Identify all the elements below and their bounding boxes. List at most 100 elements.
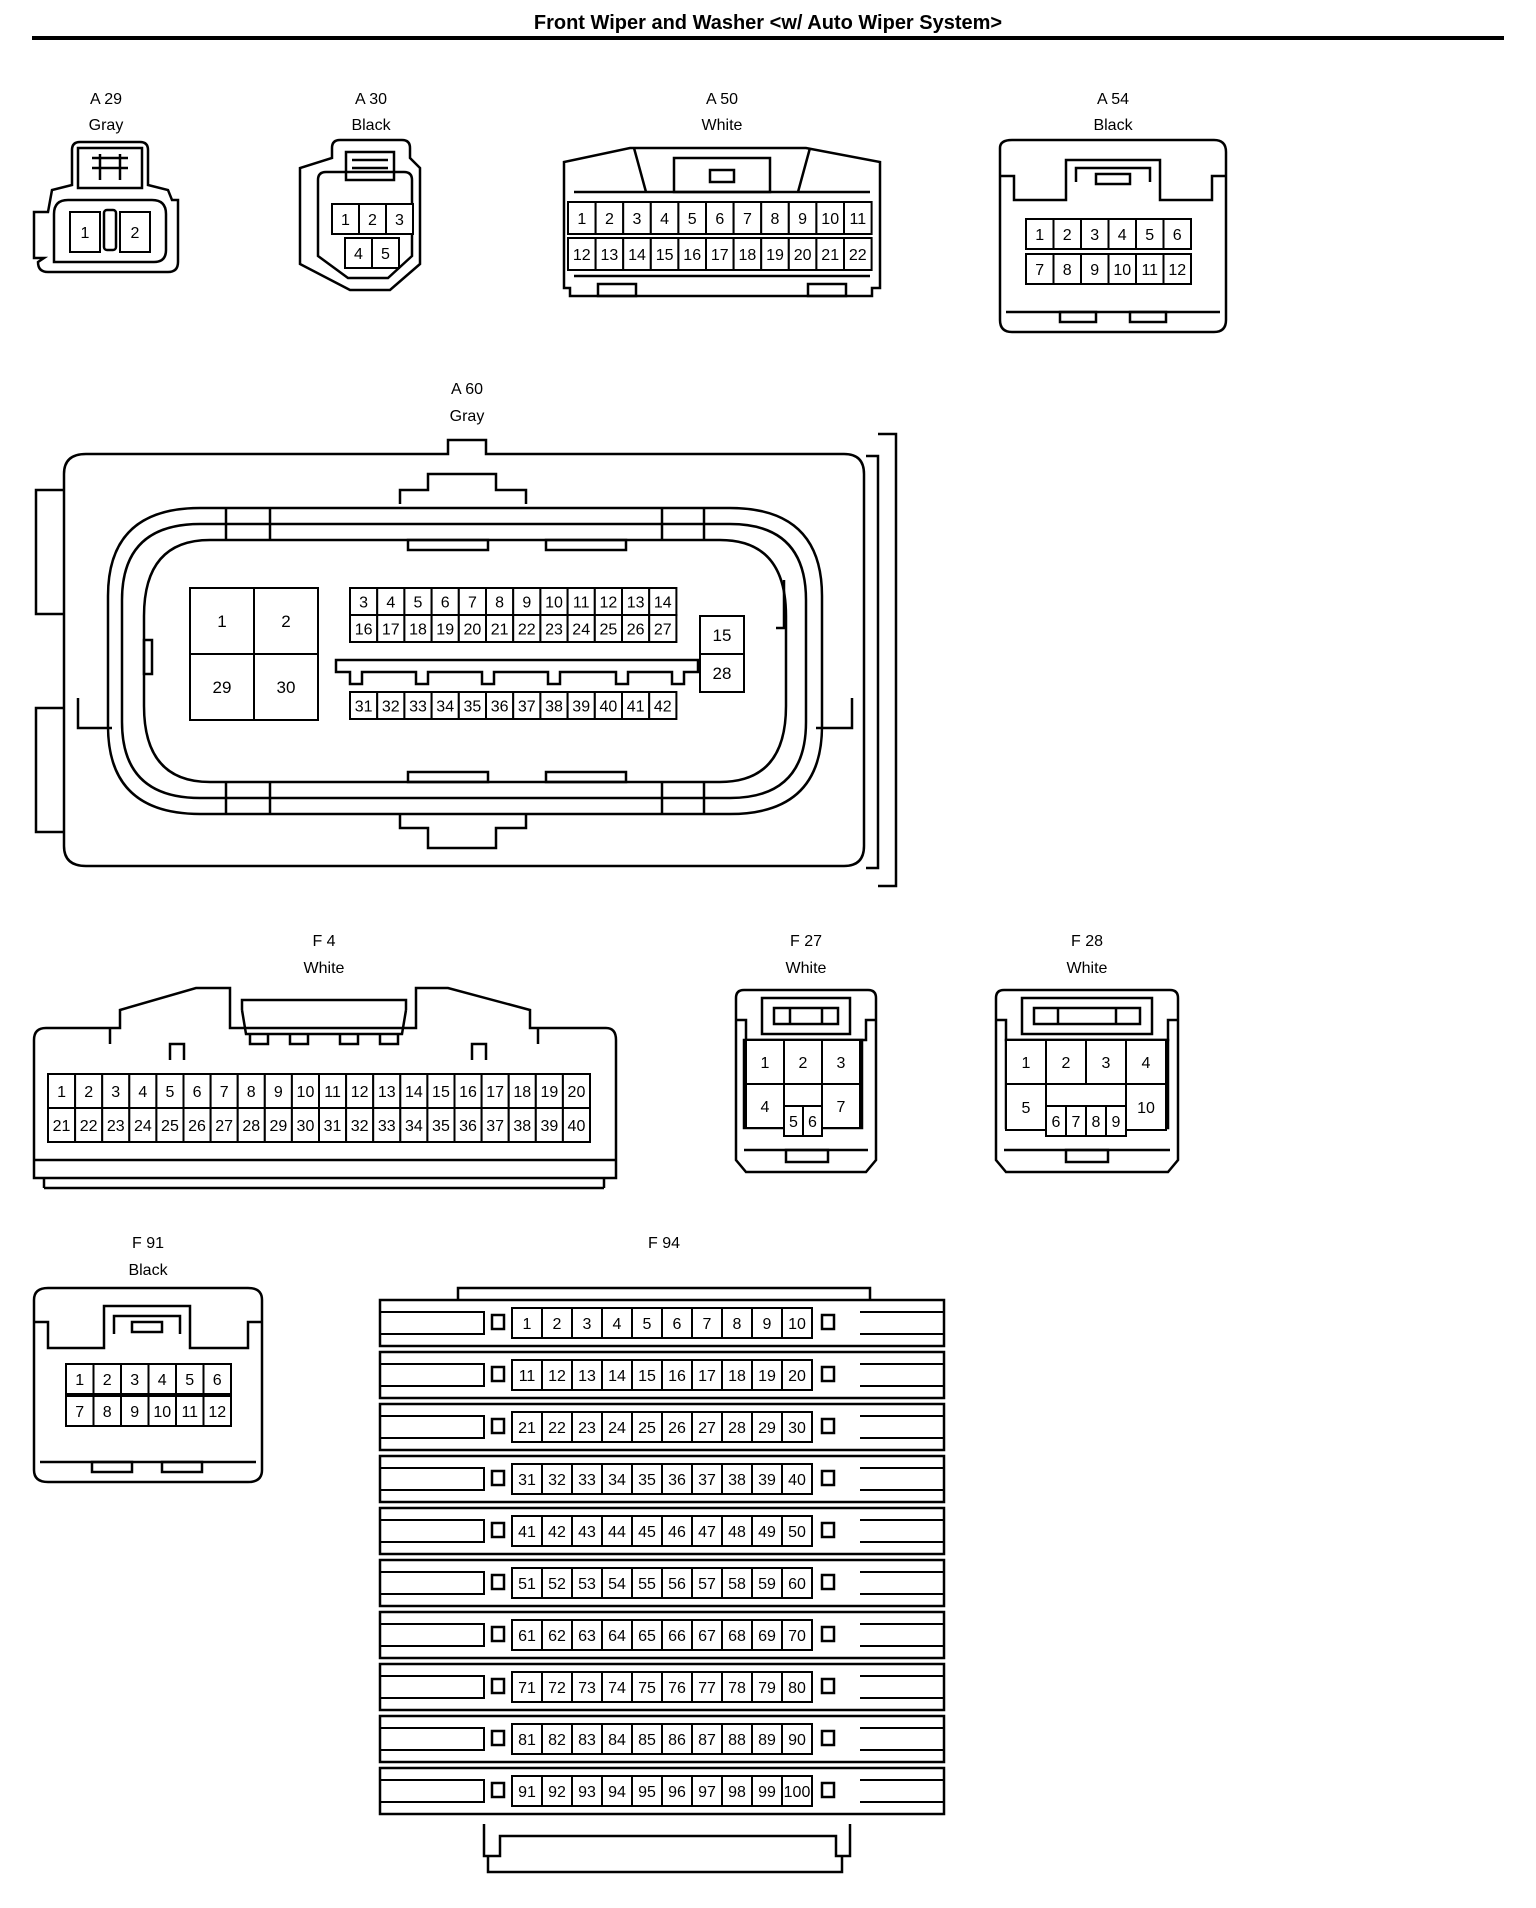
f94-key-left xyxy=(490,1677,506,1695)
pin-label-a54-7: 7 xyxy=(1035,262,1044,279)
pin-label-f27-6: 6 xyxy=(808,1114,817,1131)
pin-label-a30-3: 3 xyxy=(395,212,404,229)
pin-cell-f94-10 xyxy=(781,1307,813,1339)
pin-label-f94-63: 63 xyxy=(578,1628,596,1645)
pin-label-f4-33: 33 xyxy=(378,1118,396,1135)
f94-key-left xyxy=(490,1417,506,1435)
pin-cell-f91-7 xyxy=(65,1395,95,1427)
pin-label-f94-1: 1 xyxy=(523,1316,532,1333)
f94-tier-slots xyxy=(380,1779,945,1803)
pin-cell-f4-37 xyxy=(480,1107,510,1143)
pin-label-f94-96: 96 xyxy=(668,1784,686,1801)
pin-cell-f4-27 xyxy=(209,1107,239,1143)
pin-cell-a30-5 xyxy=(371,237,400,269)
pin-cell-f4-38 xyxy=(507,1107,537,1143)
pin-label-f94-73: 73 xyxy=(578,1680,596,1697)
pin-label-f94-61: 61 xyxy=(518,1628,536,1645)
f94-tier-slots xyxy=(380,1467,945,1491)
pin-label-a50-18: 18 xyxy=(739,247,757,264)
pin-label-f94-22: 22 xyxy=(548,1420,566,1437)
pin-label-a50-15: 15 xyxy=(656,247,674,264)
pin-label-f94-34: 34 xyxy=(608,1472,626,1489)
pin-label-f28-6: 6 xyxy=(1052,1114,1061,1131)
pin-label-a50-12: 12 xyxy=(573,247,591,264)
pin-label-f94-19: 19 xyxy=(758,1368,776,1385)
connector-a54-color: Black xyxy=(1093,117,1133,134)
pin-cell-f4-26 xyxy=(182,1107,212,1143)
pin-label-f94-17: 17 xyxy=(698,1368,716,1385)
pin-cell-a50-1 xyxy=(567,201,597,235)
pin-label-f4-39: 39 xyxy=(540,1118,558,1135)
pin-label-f94-24: 24 xyxy=(608,1420,626,1437)
pin-label-f94-12: 12 xyxy=(548,1368,566,1385)
pin-label-f94-33: 33 xyxy=(578,1472,596,1489)
connector-a29-color: Gray xyxy=(89,117,124,134)
connector-f28-color: White xyxy=(1067,960,1108,977)
pin-cell-f94-84 xyxy=(601,1723,633,1755)
pin-cell-f94-100 xyxy=(781,1775,813,1807)
pin-label-f94-29: 29 xyxy=(758,1420,776,1437)
pin-cell-f27-6 xyxy=(802,1105,823,1137)
pin-label-f94-100: 100 xyxy=(784,1784,811,1801)
pin-cell-f91-8 xyxy=(92,1395,122,1427)
pin-label-f94-43: 43 xyxy=(578,1524,596,1541)
pin-cell-a54-4 xyxy=(1107,218,1137,250)
pin-label-f4-6: 6 xyxy=(193,1084,202,1101)
pin-cell-f27-7 xyxy=(821,1083,861,1129)
pin-label-f28-2: 2 xyxy=(1062,1055,1071,1072)
pin-label-f4-35: 35 xyxy=(432,1118,450,1135)
pin-label-a54-12: 12 xyxy=(1168,262,1186,279)
pin-label-a50-2: 2 xyxy=(605,211,614,228)
pin-label-f94-46: 46 xyxy=(668,1524,686,1541)
pin-label-f94-91: 91 xyxy=(518,1784,536,1801)
pin-label-f94-75: 75 xyxy=(638,1680,656,1697)
pin-label-f94-26: 26 xyxy=(668,1420,686,1437)
pin-cell-f94-68 xyxy=(721,1619,753,1651)
connector-a50-code: A 50 xyxy=(706,91,738,108)
pin-label-f4-5: 5 xyxy=(165,1084,174,1101)
pin-label-a54-4: 4 xyxy=(1118,227,1127,244)
connector-f27-color: White xyxy=(786,960,827,977)
pin-label-f4-28: 28 xyxy=(242,1118,260,1135)
pin-label-a60-15: 15 xyxy=(713,626,732,645)
pin-cell-f4-40 xyxy=(561,1107,592,1143)
f94-key-left xyxy=(490,1521,506,1539)
pin-label-f94-86: 86 xyxy=(668,1732,686,1749)
pin-label-f4-3: 3 xyxy=(111,1084,120,1101)
pin-cell-f94-90 xyxy=(781,1723,813,1755)
pin-label-f94-81: 81 xyxy=(518,1732,536,1749)
pin-label-f94-84: 84 xyxy=(608,1732,626,1749)
connector-f27: F 27 White xyxy=(734,933,878,1174)
f94-tier-slots xyxy=(380,1363,945,1387)
pin-cell-f4-15 xyxy=(426,1073,456,1109)
pin-label-f94-2: 2 xyxy=(553,1316,562,1333)
pin-cell-f94-32 xyxy=(541,1463,573,1495)
pin-label-f94-28: 28 xyxy=(728,1420,746,1437)
pin-label-f94-3: 3 xyxy=(583,1316,592,1333)
pin-label-f4-38: 38 xyxy=(513,1118,531,1135)
pin-cell-f94-19 xyxy=(751,1359,783,1391)
pin-label-a60-17: 17 xyxy=(382,622,400,639)
f94-key-left xyxy=(490,1313,506,1331)
pin-cell-f94-26 xyxy=(661,1411,693,1443)
pin-label-a60-38: 38 xyxy=(545,699,563,716)
f94-key-right xyxy=(820,1313,836,1331)
pin-label-f94-55: 55 xyxy=(638,1576,656,1593)
f94-key-left xyxy=(490,1625,506,1643)
pin-cell-a50-17 xyxy=(705,237,735,271)
pin-label-f4-40: 40 xyxy=(568,1118,586,1135)
pin-cell-f4-28 xyxy=(236,1107,266,1143)
connector-f91: F 91 Black xyxy=(32,1235,264,1484)
pin-label-f94-77: 77 xyxy=(698,1680,716,1697)
pin-label-a50-17: 17 xyxy=(711,247,729,264)
pin-label-f94-7: 7 xyxy=(703,1316,712,1333)
f94-key-left xyxy=(490,1573,506,1591)
pin-label-f94-83: 83 xyxy=(578,1732,596,1749)
pin-label-f94-10: 10 xyxy=(788,1316,806,1333)
pin-label-f28-5: 5 xyxy=(1022,1100,1031,1117)
pin-cell-a60-11 xyxy=(566,587,596,616)
pin-label-a60-28: 28 xyxy=(713,664,732,683)
pin-cell-f94-87 xyxy=(691,1723,723,1755)
pin-label-f4-18: 18 xyxy=(513,1084,531,1101)
pin-label-a60-42: 42 xyxy=(654,699,672,716)
